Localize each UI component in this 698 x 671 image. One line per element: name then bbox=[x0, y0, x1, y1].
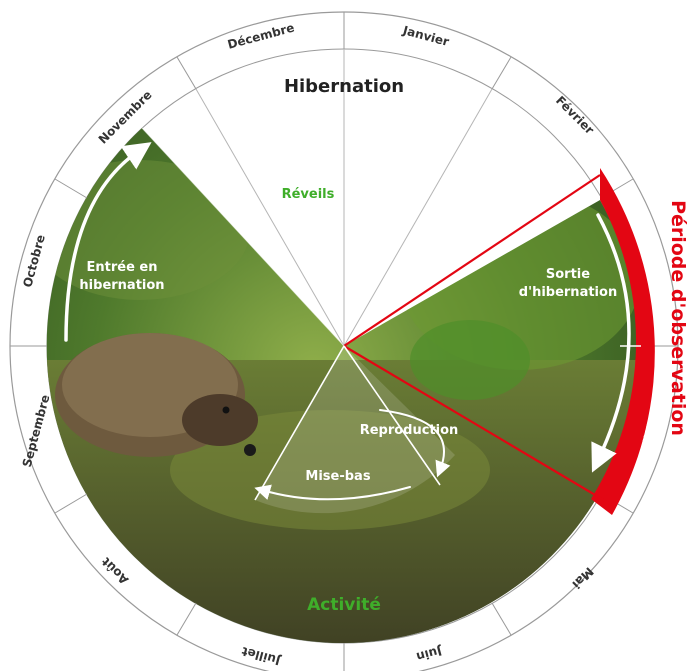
reproduction-label: Reproduction bbox=[360, 423, 459, 438]
hibernation-label: Hibernation bbox=[284, 76, 404, 97]
sortie-label-line1: Sortie bbox=[546, 267, 590, 282]
observation-period-label: Période d'observation bbox=[667, 200, 689, 436]
entree-label-line1: Entrée en bbox=[87, 260, 158, 275]
activite-label: Activité bbox=[307, 595, 381, 615]
entree-label-line2: hibernation bbox=[79, 278, 164, 293]
sortie-label-line2: d'hibernation bbox=[519, 285, 617, 300]
mise-bas-label: Mise-bas bbox=[305, 469, 370, 484]
reveils-label: Réveils bbox=[282, 187, 335, 202]
